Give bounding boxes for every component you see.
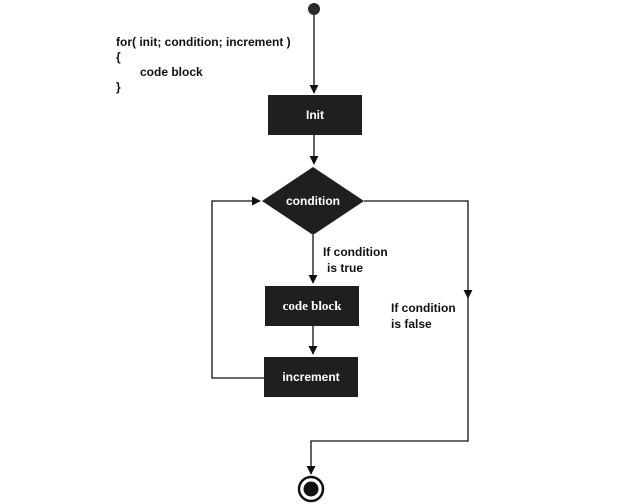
true-branch-label-line1: If condition bbox=[323, 245, 388, 259]
code-line-body: code block bbox=[140, 65, 203, 79]
code-line-open-brace: { bbox=[116, 50, 121, 64]
increment-box bbox=[264, 357, 358, 397]
edge-increment-loop-back bbox=[211, 196, 264, 379]
condition-diamond bbox=[262, 167, 364, 235]
start-node bbox=[308, 3, 320, 15]
true-branch-label-line2: is true bbox=[327, 261, 363, 275]
false-branch-label-line2: is false bbox=[391, 317, 432, 331]
code-line-close-brace: } bbox=[116, 80, 121, 94]
end-node-inner bbox=[303, 481, 319, 497]
for-loop-code-snippet: for( init; condition; increment ) { code… bbox=[116, 35, 291, 95]
edge-condition-false-branch bbox=[364, 200, 473, 299]
edge-false-to-end bbox=[306, 296, 469, 475]
code-line-for: for( init; condition; increment ) bbox=[116, 35, 291, 49]
code-block-box bbox=[265, 286, 359, 326]
increment-label: increment bbox=[282, 370, 339, 384]
false-branch-label-line1: If condition bbox=[391, 301, 456, 315]
condition-label: condition bbox=[286, 194, 340, 208]
init-box bbox=[268, 95, 362, 135]
init-label: Init bbox=[306, 108, 324, 122]
code-block-label: code block bbox=[283, 298, 343, 313]
